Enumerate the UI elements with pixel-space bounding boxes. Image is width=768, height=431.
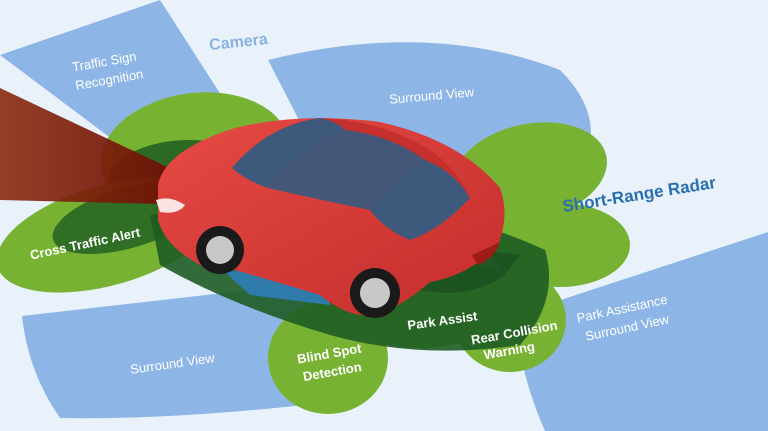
camera-zone-surround-bottom [22, 282, 330, 419]
car-front-wheel-rim [206, 236, 234, 264]
label-surround-view-top: Surround View [389, 84, 476, 106]
car-rear-window [370, 160, 470, 240]
car-side-windows [268, 130, 425, 210]
camera-zone-park-assistance [515, 232, 768, 431]
car [156, 118, 520, 318]
long-range-beam [0, 88, 200, 205]
car-rear-wheel-rim [360, 278, 390, 308]
car-headlight [156, 198, 185, 213]
car-windshield [232, 118, 345, 188]
camera-heading: Camera [208, 31, 268, 54]
car-taillight [472, 242, 500, 265]
